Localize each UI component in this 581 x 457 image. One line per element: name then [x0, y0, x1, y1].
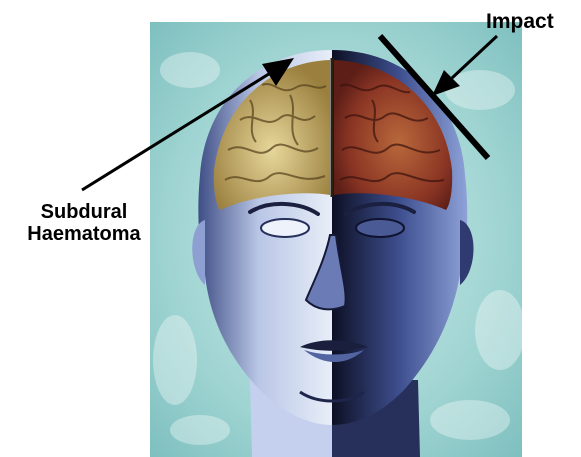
subdural-label-line1: Subdural — [4, 201, 164, 223]
impact-label: Impact — [486, 10, 554, 34]
subdural-label-line2: Haematoma — [4, 223, 164, 245]
subdural-haematoma-label: Subdural Haematoma — [4, 201, 164, 246]
